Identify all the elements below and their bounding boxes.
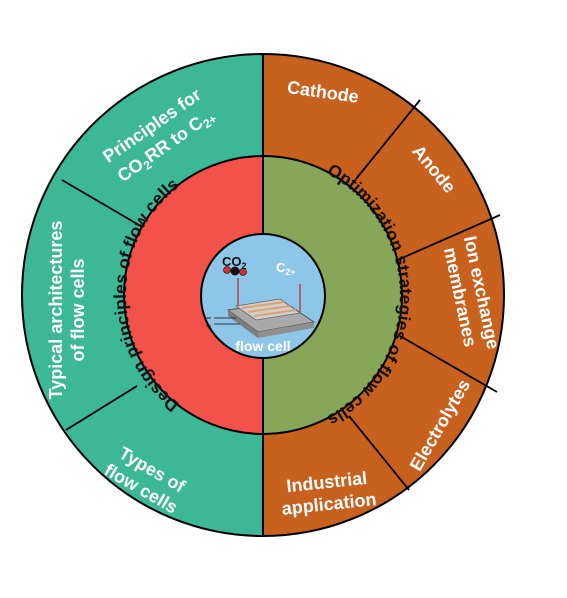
- c2-label: C2+: [276, 260, 296, 277]
- flow-cell-icon: − +: [206, 278, 316, 338]
- outer-dividers: [61, 99, 501, 491]
- plus-sign: +: [206, 321, 211, 331]
- inner-left-half: [123, 154, 264, 436]
- co2-molecule-icon: [223, 266, 247, 276]
- minus-sign: −: [206, 313, 211, 323]
- svg-text:of flow cells: of flow cells: [68, 258, 88, 361]
- inner-right-half: [262, 154, 403, 436]
- outer-left-item-architectures: Typical architectures of flow cells: [46, 221, 88, 400]
- flow-cell-caption: flow cell: [235, 338, 290, 354]
- co2-label: CO2: [222, 254, 247, 271]
- svg-text:Typical architectures: Typical architectures: [46, 221, 66, 400]
